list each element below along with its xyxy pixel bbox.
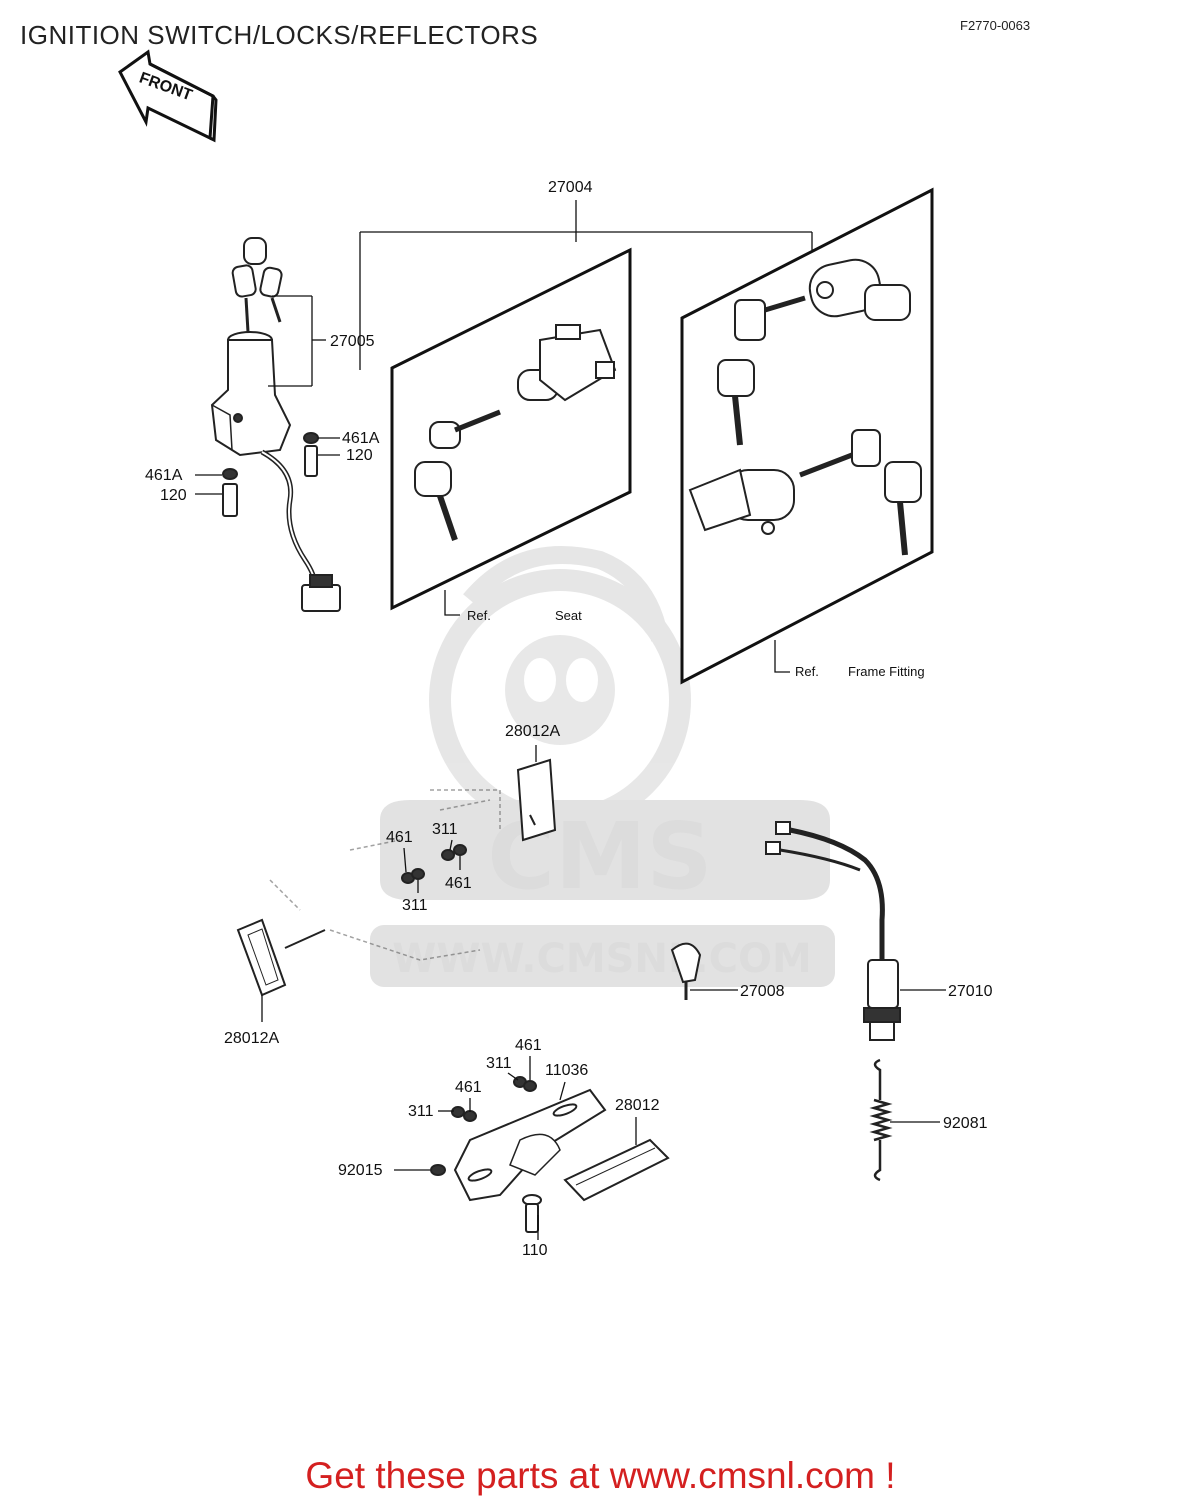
- front-arrow-icon: FRONT: [118, 49, 218, 143]
- stop-switch-27010-icon: [765, 821, 946, 1041]
- frame-key-top-icon: [717, 295, 806, 446]
- callout-27005: 27005: [330, 333, 375, 350]
- ignition-switch-icon: [210, 237, 341, 612]
- callout-311-a: 311: [432, 821, 458, 838]
- callout-461A-120-left: 461A 120: [145, 467, 222, 504]
- cms-banner-shape: [380, 800, 830, 900]
- callout-311-b: 311: [402, 897, 428, 914]
- footer-promo: Get these parts at www.cmsnl.com !: [305, 1455, 896, 1496]
- callout-27005-group: 27005: [268, 295, 375, 387]
- callout-27008: 27008: [740, 983, 785, 1000]
- callout-311-c: 311: [486, 1055, 512, 1072]
- page-title: IGNITION SWITCH/LOCKS/REFLECTORS: [20, 20, 539, 50]
- seat-lock-icon: [517, 324, 617, 402]
- cms-url-watermark: WWW.CMSNL.COM: [392, 936, 812, 982]
- bracket-nuts-icons: [430, 1076, 537, 1176]
- bolt-110-icon: [522, 1194, 542, 1240]
- cms-url-banner: [370, 925, 835, 987]
- callout-120-a: 120: [346, 447, 373, 464]
- callout-461-d: 461: [455, 1079, 482, 1096]
- callout-28012A-top: 28012A: [505, 723, 560, 740]
- callout-27004-group: 27004: [359, 179, 813, 370]
- callout-27010: 27010: [948, 983, 993, 1000]
- frame-fitting-panel: Ref. Frame Fitting: [680, 187, 934, 685]
- license-bracket-11036-icon: [453, 1088, 607, 1202]
- callout-27004: 27004: [548, 179, 593, 196]
- callout-461A-b: 461A: [145, 467, 183, 484]
- callout-461-c: 461: [515, 1037, 542, 1054]
- reflector-28012-icon: [563, 1138, 670, 1202]
- seat-ref-label: Ref.: [467, 608, 491, 623]
- reflector-28012A-top-icon: [516, 745, 557, 842]
- callout-92081: 92081: [943, 1115, 988, 1132]
- seat-lock-panel: Ref. Seat: [390, 247, 632, 623]
- frame-key-bottom-icon: [799, 429, 922, 556]
- frame-panel-name: Frame Fitting: [848, 664, 925, 679]
- reflector-mount-sketch: [269, 789, 501, 961]
- callout-11036: 11036: [545, 1062, 588, 1079]
- bulb-27008-icon: [670, 942, 738, 1000]
- callout-28012: 28012: [615, 1097, 660, 1114]
- frame-ref-label: Ref.: [795, 664, 819, 679]
- seat-key-icon: [414, 409, 501, 541]
- callout-461-a: 461: [386, 829, 413, 846]
- spring-92081-icon: [869, 1058, 940, 1182]
- screw-120-icon: [222, 432, 319, 517]
- mascot-watermark-icon: [429, 546, 691, 831]
- callout-461A-120-right: 461A 120: [318, 430, 380, 464]
- reflector-28012A-left-icon: [236, 918, 326, 1022]
- frame-lock-bottom-icon: [688, 468, 795, 535]
- callout-92015: 92015: [338, 1162, 383, 1179]
- frame-lock-top-icon: [808, 258, 911, 321]
- callout-110: 110: [522, 1242, 548, 1259]
- callout-28012A-left: 28012A: [224, 1030, 279, 1047]
- nut-washer-icons: [401, 844, 467, 884]
- callout-461-b: 461: [445, 875, 472, 892]
- callout-120-b: 120: [160, 487, 187, 504]
- diagram-code: F2770-0063: [960, 18, 1031, 33]
- seat-panel-name: Seat: [555, 608, 582, 623]
- callout-311-d: 311: [408, 1103, 434, 1120]
- callout-461A-a: 461A: [342, 430, 380, 447]
